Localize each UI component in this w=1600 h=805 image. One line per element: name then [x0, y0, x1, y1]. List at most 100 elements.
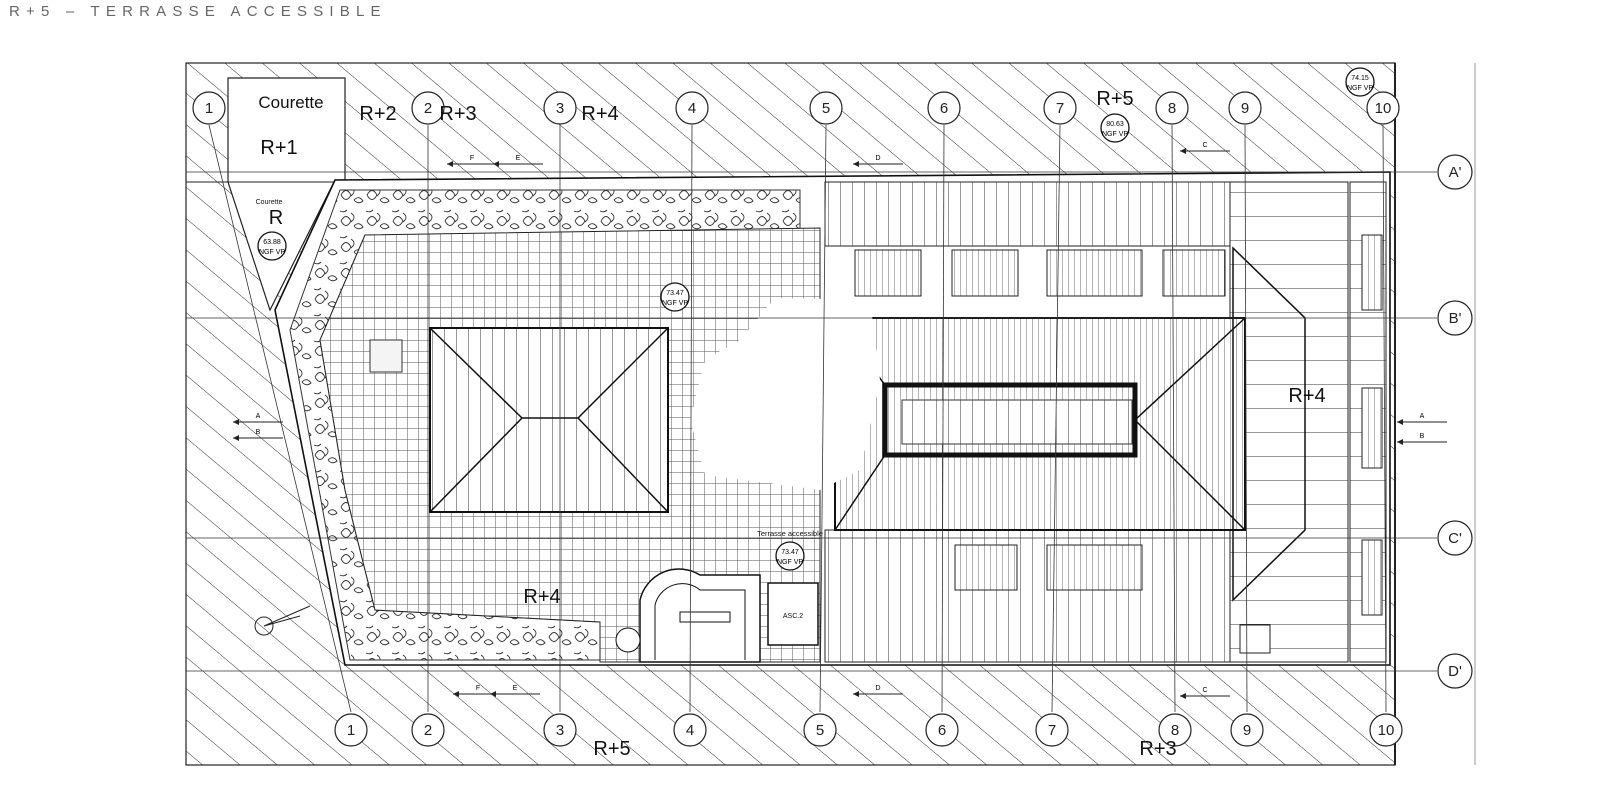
axis-marker: 2 — [411, 713, 445, 747]
axis-label: 9 — [1243, 722, 1251, 739]
axis-marker: 2 — [411, 91, 445, 125]
redaction-blot — [690, 298, 880, 490]
axis-marker: 8 — [1155, 91, 1189, 125]
section-letter: D — [875, 685, 880, 692]
section-mark: B — [1397, 433, 1447, 445]
hatch-box — [1239, 624, 1271, 654]
grid-line — [941, 124, 945, 713]
grid-line — [689, 124, 693, 713]
axis-label: 10 — [1375, 100, 1392, 117]
courette-small-label: Courette — [256, 199, 283, 206]
level-r3-top: R+3 — [439, 103, 476, 125]
staircase — [615, 568, 761, 663]
axis-label: 3 — [556, 100, 564, 117]
axis-label: 10 — [1378, 722, 1395, 739]
axis-circle — [1035, 713, 1069, 747]
axis-circle — [1437, 300, 1473, 336]
axis-marker: 6 — [927, 91, 961, 125]
axis-label: 9 — [1241, 100, 1249, 117]
axis-marker: 6 — [925, 713, 959, 747]
level-r5-bottom: R+5 — [593, 738, 630, 760]
axis-marker: 5 — [809, 91, 843, 125]
axis-marker: 9 — [1230, 713, 1264, 747]
axis-circle — [925, 713, 959, 747]
axis-marker: C' — [1437, 520, 1473, 556]
axis-label: B' — [1449, 310, 1462, 327]
axis-circle — [411, 91, 445, 125]
axis-label: 5 — [822, 100, 830, 117]
roof-east — [1229, 181, 1349, 663]
axis-marker: B' — [1437, 300, 1473, 336]
axis-label: C' — [1448, 530, 1462, 547]
section-mark: E — [490, 685, 540, 697]
section-letter: C — [1202, 142, 1207, 149]
axis-circle — [1043, 91, 1077, 125]
axis-circle — [675, 91, 709, 125]
axis-marker: D' — [1437, 653, 1473, 689]
axis-circle — [543, 91, 577, 125]
pyramid-roof — [429, 327, 669, 513]
terrace-note: Terrasse accessible — [757, 529, 823, 538]
axis-label: 7 — [1056, 100, 1064, 117]
section-letter: C — [1202, 687, 1207, 694]
elevation-ref: NGF VP — [777, 559, 803, 566]
axis-label: 1 — [347, 722, 355, 739]
axis-marker: 8 — [1158, 713, 1192, 747]
level-r3-bottom: R+3 — [1139, 738, 1176, 760]
elevation-ref: NGF VP — [1347, 85, 1373, 92]
courette-label: Courette — [258, 93, 323, 112]
axis-label: 6 — [938, 722, 946, 739]
axis-circle — [1228, 91, 1262, 125]
axis-label: 8 — [1171, 722, 1179, 739]
axis-marker: 4 — [673, 713, 707, 747]
axis-marker: 3 — [543, 713, 577, 747]
section-letter: E — [516, 155, 521, 162]
axis-circle — [1155, 91, 1189, 125]
elevator — [767, 582, 819, 646]
axis-label: 3 — [556, 722, 564, 739]
axis-circle — [1158, 713, 1192, 747]
dormer-windows — [854, 234, 1383, 616]
level-r4-terrace: R+4 — [523, 586, 560, 608]
skylight — [369, 339, 403, 373]
elevator-label: ASC.2 — [783, 613, 803, 620]
section-letter: B — [1420, 433, 1425, 440]
section-letter: A — [256, 413, 261, 420]
hip-roof — [834, 246, 1306, 602]
axis-marker: 5 — [803, 713, 837, 747]
axis-marker: 9 — [1228, 91, 1262, 125]
axis-label: 2 — [424, 722, 432, 739]
elevation-value: 74.15 — [1351, 75, 1369, 82]
elevation-ref: NGF VP — [259, 249, 285, 256]
axis-marker: 7 — [1035, 713, 1069, 747]
roof-north-strip — [824, 181, 1231, 247]
axis-marker: 1 — [192, 91, 226, 125]
section-letter: A — [1420, 413, 1425, 420]
section-letter: F — [470, 155, 474, 162]
level-r5-top: R+5 — [1096, 88, 1133, 110]
elevation-value: 73.47 — [666, 290, 684, 297]
axis-circle — [543, 713, 577, 747]
roof-south-strip — [824, 529, 1231, 663]
section-mark: D — [853, 155, 903, 167]
level-r-small: R — [269, 207, 283, 229]
axis-marker: 10 — [1369, 713, 1403, 747]
axis-circle — [1437, 520, 1473, 556]
section-mark: C — [1180, 142, 1230, 154]
structural-grid-lines — [186, 124, 1437, 713]
axis-marker: 4 — [675, 91, 709, 125]
grid-line — [1171, 124, 1176, 713]
grid-line — [1382, 124, 1387, 713]
axis-circle — [334, 713, 368, 747]
axis-marker: 10 — [1366, 91, 1400, 125]
level-r4-top: R+4 — [581, 103, 618, 125]
axis-label: 4 — [686, 722, 694, 739]
grid-line — [1051, 124, 1061, 713]
axis-circle — [1437, 154, 1473, 190]
elevation-value: 80.63 — [1106, 121, 1124, 128]
axis-label: 7 — [1048, 722, 1056, 739]
section-mark: D — [853, 685, 903, 697]
